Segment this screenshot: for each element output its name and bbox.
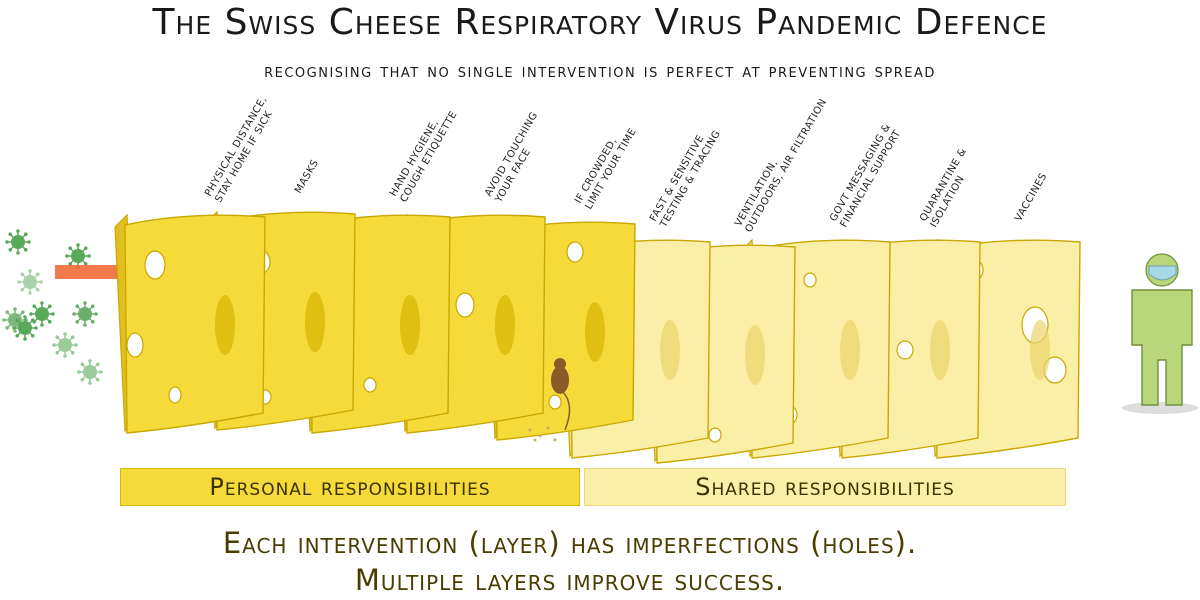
virus-icon — [17, 269, 43, 295]
layer-label: QUARANTINE &ISOLATION — [918, 146, 979, 229]
layer-label: IF CROWDED,LIMIT YOUR TIME — [573, 121, 639, 212]
virus-icon — [2, 307, 28, 333]
virus-icon — [12, 315, 38, 341]
layer-label: GOVT MESSAGING &FINANCIAL SUPPORT — [828, 122, 903, 230]
page-title: The Swiss Cheese Respiratory Virus Pande… — [152, 2, 1048, 43]
mouse-icon — [528, 358, 571, 442]
shared-responsibilities-bar: Shared responsibilities — [584, 468, 1066, 506]
virus-icon — [77, 359, 103, 385]
cheese-slices — [114, 210, 1081, 464]
layer-label: MASKS — [293, 158, 321, 196]
layer-label: FAST & SENSITIVETESTING & TRACING — [648, 123, 724, 231]
caption-line-1: Each intervention (layer) has imperfecti… — [222, 526, 918, 560]
layer-label: VENTILATION,OUTDOORS, AIR FILTRATION — [733, 91, 829, 234]
page-subtitle: recognising that no single intervention … — [264, 60, 936, 82]
virus-icon — [65, 243, 91, 269]
layer-label: AVOID TOUCHINGYOUR FACE — [483, 110, 551, 205]
layer-label: PHYSICAL DISTANCE,STAY HOME IF SICK — [203, 95, 280, 205]
person-icon — [1122, 253, 1198, 414]
caption-line-2: Multiple layers improve success. — [354, 563, 786, 597]
virus-icon — [72, 301, 98, 327]
virus-icon — [52, 332, 78, 358]
layer-label: HAND HYGIENE,COUGH ETIQUETTE — [388, 103, 460, 204]
virus-icon — [29, 301, 55, 327]
virus-icon — [5, 229, 31, 255]
layer-label: VACCINES — [1013, 171, 1049, 223]
personal-responsibilities-bar: Personal responsibilities — [120, 468, 580, 506]
cheese-slice — [114, 213, 266, 434]
